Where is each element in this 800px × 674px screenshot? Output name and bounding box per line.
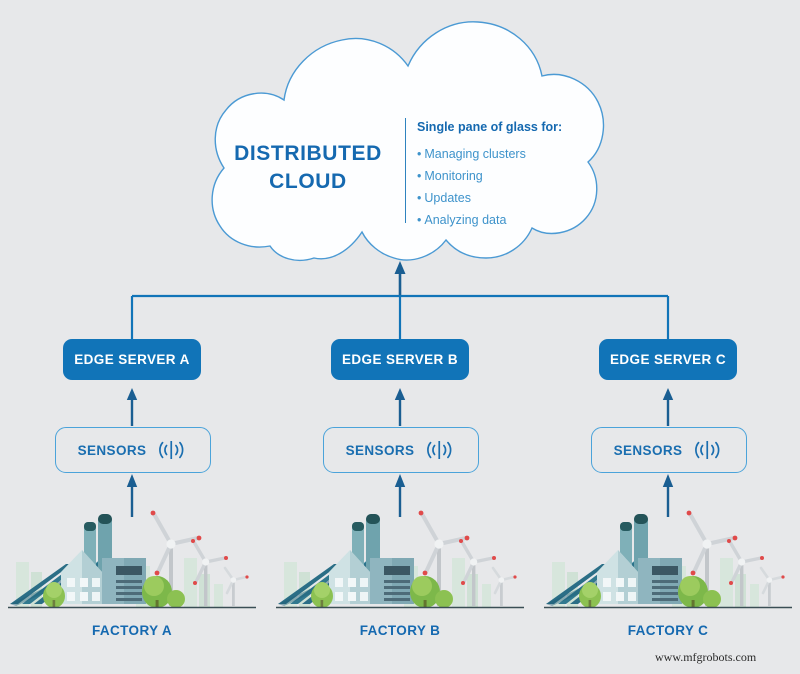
- cloud-feature-list: Single pane of glass for: •Managing clus…: [417, 120, 597, 231]
- trees: [43, 576, 185, 608]
- cloud-title-line-2: CLOUD: [269, 170, 347, 193]
- bullet-glyph: •: [417, 191, 422, 205]
- cloud-list-heading: Single pane of glass for:: [417, 120, 563, 134]
- bullet-glyph: •: [417, 213, 422, 227]
- sensors-box-b[interactable]: SENSORS: [323, 427, 479, 473]
- bullet-glyph: •: [417, 147, 422, 161]
- factory-column-b: EDGE SERVER B SENSORS: [266, 0, 534, 674]
- edge-server-label: EDGE SERVER C: [610, 352, 726, 367]
- wind-turbine-large: [686, 510, 738, 606]
- list-item: •Analyzing data: [417, 209, 597, 231]
- wind-turbines: [150, 510, 249, 606]
- factory-illustration-a: [8, 510, 256, 609]
- sensors-label: SENSORS: [77, 442, 147, 458]
- factory-column-c: EDGE SERVER C SENSORS: [534, 0, 800, 674]
- wind-turbine-large: [418, 510, 470, 606]
- wind-turbines: [418, 510, 517, 606]
- list-item: •Monitoring: [417, 165, 597, 187]
- cloud-vertical-divider: [405, 118, 406, 223]
- wind-turbine-medium: [191, 539, 228, 606]
- list-item-label: Updates: [424, 191, 471, 205]
- edge-server-box-a[interactable]: EDGE SERVER A: [63, 339, 201, 380]
- list-item: •Managing clusters: [417, 143, 597, 165]
- wind-turbine-medium: [727, 539, 764, 606]
- wind-turbine-small: [759, 566, 785, 606]
- factory-illustration-b: [276, 510, 524, 609]
- wind-turbine-small: [223, 566, 249, 606]
- edge-server-label: EDGE SERVER A: [74, 352, 190, 367]
- list-item-label: Monitoring: [424, 169, 483, 183]
- edge-server-box-b[interactable]: EDGE SERVER B: [331, 339, 469, 380]
- list-item: •Updates: [417, 187, 597, 209]
- distributed-cloud-shape: DISTRIBUTED CLOUD Single pane of glass f…: [196, 12, 608, 264]
- factory-building: [597, 550, 682, 604]
- bullet-glyph: •: [417, 169, 422, 183]
- trees: [579, 576, 721, 608]
- signal-wave-icon: [159, 441, 184, 459]
- cloud-title: DISTRIBUTED CLOUD: [210, 140, 406, 196]
- edge-server-box-c[interactable]: EDGE SERVER C: [599, 339, 737, 380]
- signal-wave-icon: [427, 441, 452, 459]
- factory-building: [329, 550, 414, 604]
- sensors-box-c[interactable]: SENSORS: [591, 427, 747, 473]
- edge-server-label: EDGE SERVER B: [342, 352, 458, 367]
- wind-turbine-medium: [459, 539, 496, 606]
- wind-turbines: [686, 510, 785, 606]
- trees: [311, 576, 453, 608]
- factory-illustration-c: [544, 510, 792, 609]
- wind-turbine-small: [491, 566, 517, 606]
- factory-building: [61, 550, 146, 604]
- sensors-box-a[interactable]: SENSORS: [55, 427, 211, 473]
- factory-label-a: FACTORY A: [91, 623, 173, 638]
- factory-column-a: EDGE SERVER A SENSORS: [0, 0, 266, 674]
- cloud-content: DISTRIBUTED CLOUD Single pane of glass f…: [196, 12, 608, 264]
- list-item-label: Managing clusters: [424, 147, 526, 161]
- factory-label-b: FACTORY B: [359, 623, 441, 638]
- site-watermark: www.mfgrobots.com: [655, 650, 757, 664]
- sensors-label: SENSORS: [613, 442, 683, 458]
- cloud-outline-icon: [211, 21, 605, 262]
- factory-label-c: FACTORY C: [627, 623, 709, 638]
- cloud-title-line-1: DISTRIBUTED: [234, 142, 382, 165]
- wind-turbine-large: [150, 510, 202, 606]
- signal-wave-icon: [695, 441, 720, 459]
- sensors-label: SENSORS: [345, 442, 415, 458]
- list-item-label: Analyzing data: [424, 213, 507, 227]
